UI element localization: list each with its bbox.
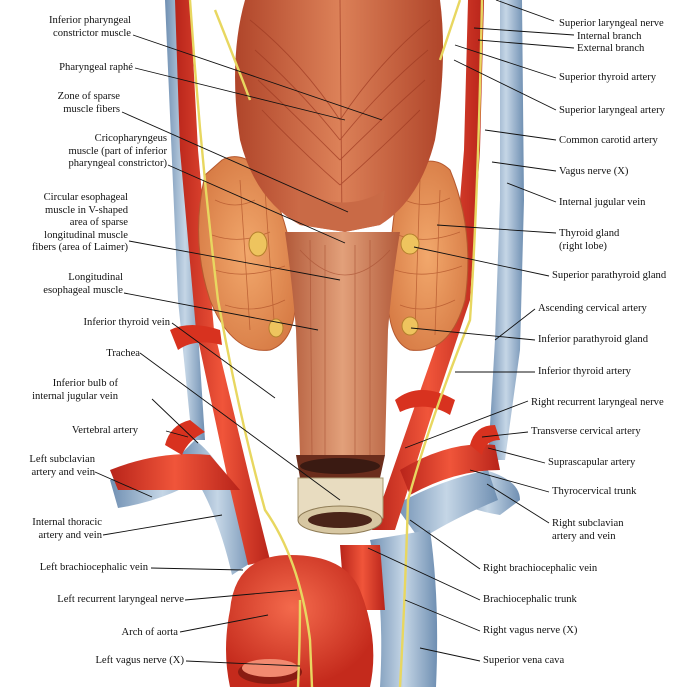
leader-line [165,430,189,438]
leader-line [150,567,244,571]
label-vertebral-artery: Vertebral artery [71,425,138,436]
leader-line [436,224,557,234]
leader-line [132,34,383,121]
leader-line [454,44,557,79]
leader-line [486,483,550,524]
esophagus [285,232,400,456]
leader-lines [94,0,575,667]
leader-line [453,59,557,111]
label-right-vagus: Right vagus nerve (X) [483,625,578,636]
label-inferior-bulb-ijv: Inferior bulb of internal jugular vein [32,378,118,402]
nerves [188,0,484,687]
leader-line [487,447,546,464]
leader-line [184,589,298,601]
label-vagus-nerve: Vagus nerve (X) [559,166,629,177]
leader-line [185,660,301,667]
leader-line [151,398,199,444]
leader-line [473,27,575,36]
leader-line [410,327,536,341]
leader-line [419,647,481,662]
leader-line [494,308,536,341]
leader-line [491,161,557,172]
label-trachea: Trachea [106,348,140,359]
label-inferior-pharyngeal-constrictor: Inferior pharyngeal constrictor muscle [48,15,131,39]
thyroid-gland [198,156,469,351]
label-superior-parathyroid: Superior parathyroid gland [552,270,667,281]
label-internal-jugular: Internal jugular vein [559,197,646,208]
leader-line [409,519,481,570]
leader-line [171,322,276,399]
label-inferior-parathyroid: Inferior parathyroid gland [538,334,649,345]
label-right-recurrent-laryngeal: Right recurrent laryngeal nerve [531,397,664,408]
leader-line [481,431,529,438]
leader-line [484,129,557,141]
leader-line [179,614,269,633]
label-left-recurrent-laryngeal: Left recurrent laryngeal nerve [57,594,184,605]
label-zone-sparse-fibers: Zone of sparse muscle fibers [57,91,120,115]
label-superior-vena-cava: Superior vena cava [483,655,565,666]
label-inferior-thyroid-artery: Inferior thyroid artery [538,366,631,377]
label-left-brachiocephalic-vein: Left brachiocephalic vein [39,562,148,573]
leader-line [94,471,153,498]
leader-line [506,182,557,203]
label-left-vagus: Left vagus nerve (X) [95,655,184,666]
leader-line [404,400,529,449]
label-superior-laryngeal-nerve: Superior laryngeal nerve [559,18,664,29]
leader-line [404,599,481,632]
leader-line [123,292,319,331]
label-inferior-thyroid-vein: Inferior thyroid vein [83,317,171,328]
leader-line [134,67,346,121]
label-superior-laryngeal-artery: Superior laryngeal artery [559,105,665,116]
leader-line [469,469,550,493]
leader-line [495,0,555,22]
label-common-carotid: Common carotid artery [559,135,658,146]
leader-line [167,164,346,244]
label-arch-of-aorta: Arch of aorta [121,627,178,638]
label-brachiocephalic-trunk: Brachiocephalic trunk [483,594,577,605]
label-external-branch: External branch [577,43,645,54]
label-longitudinal-esophageal: Longitudinal esophageal muscle [43,272,123,296]
label-pharyngeal-raphe: Pharyngeal raphé [59,62,133,73]
label-thyrocervical: Thyrocervical trunk [552,486,637,497]
label-left-subclavian: Left subclavian artery and vein [29,454,95,478]
label-right-brachiocephalic-vein: Right brachiocephalic vein [483,563,598,574]
leader-line [413,246,550,277]
label-circular-esophageal: Circular esophageal muscle in V-shaped a… [31,192,128,253]
label-ascending-cervical: Ascending cervical artery [538,303,647,314]
label-superior-thyroid-artery: Superior thyroid artery [559,72,657,83]
label-right-subclavian: Right subclavian artery and vein [552,518,624,542]
label-internal-thoracic: Internal thoracic artery and vein [32,517,102,541]
label-thyroid-gland: Thyroid gland (right lobe) [559,228,620,252]
leader-line [139,352,341,501]
label-cricopharyngeus: Cricopharyngeus muscle (part of inferior… [68,133,167,169]
leader-line [121,111,349,213]
leader-line [128,240,341,281]
leader-line [477,39,575,49]
label-suprascapular: Suprascapular artery [548,457,636,468]
label-transverse-cervical: Transverse cervical artery [531,426,641,437]
leader-line [102,514,223,536]
label-internal-branch: Internal branch [577,31,642,42]
leader-line [367,547,481,601]
trachea [296,455,385,535]
